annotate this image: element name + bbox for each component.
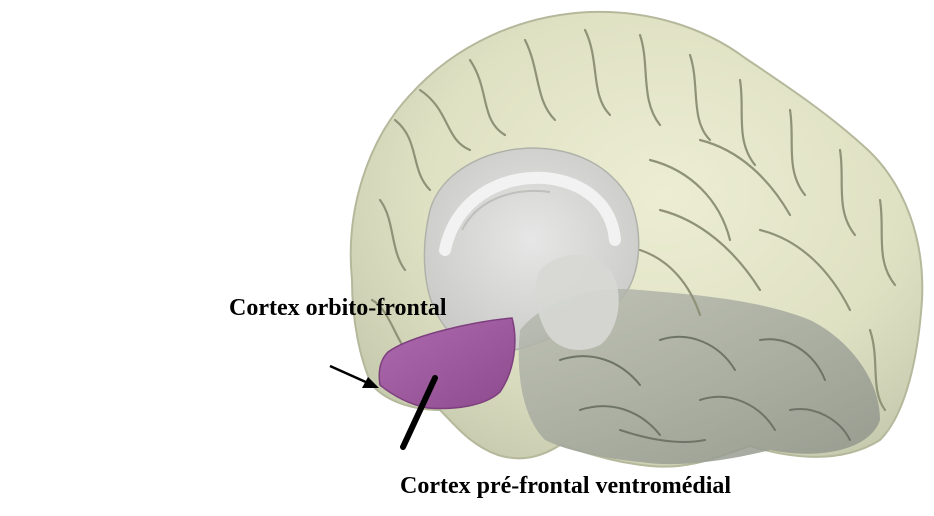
label-ventromedial: Cortex pré-frontal ventromédial bbox=[400, 472, 731, 500]
label-orbitofrontal: Cortex orbito-frontal bbox=[229, 294, 447, 322]
